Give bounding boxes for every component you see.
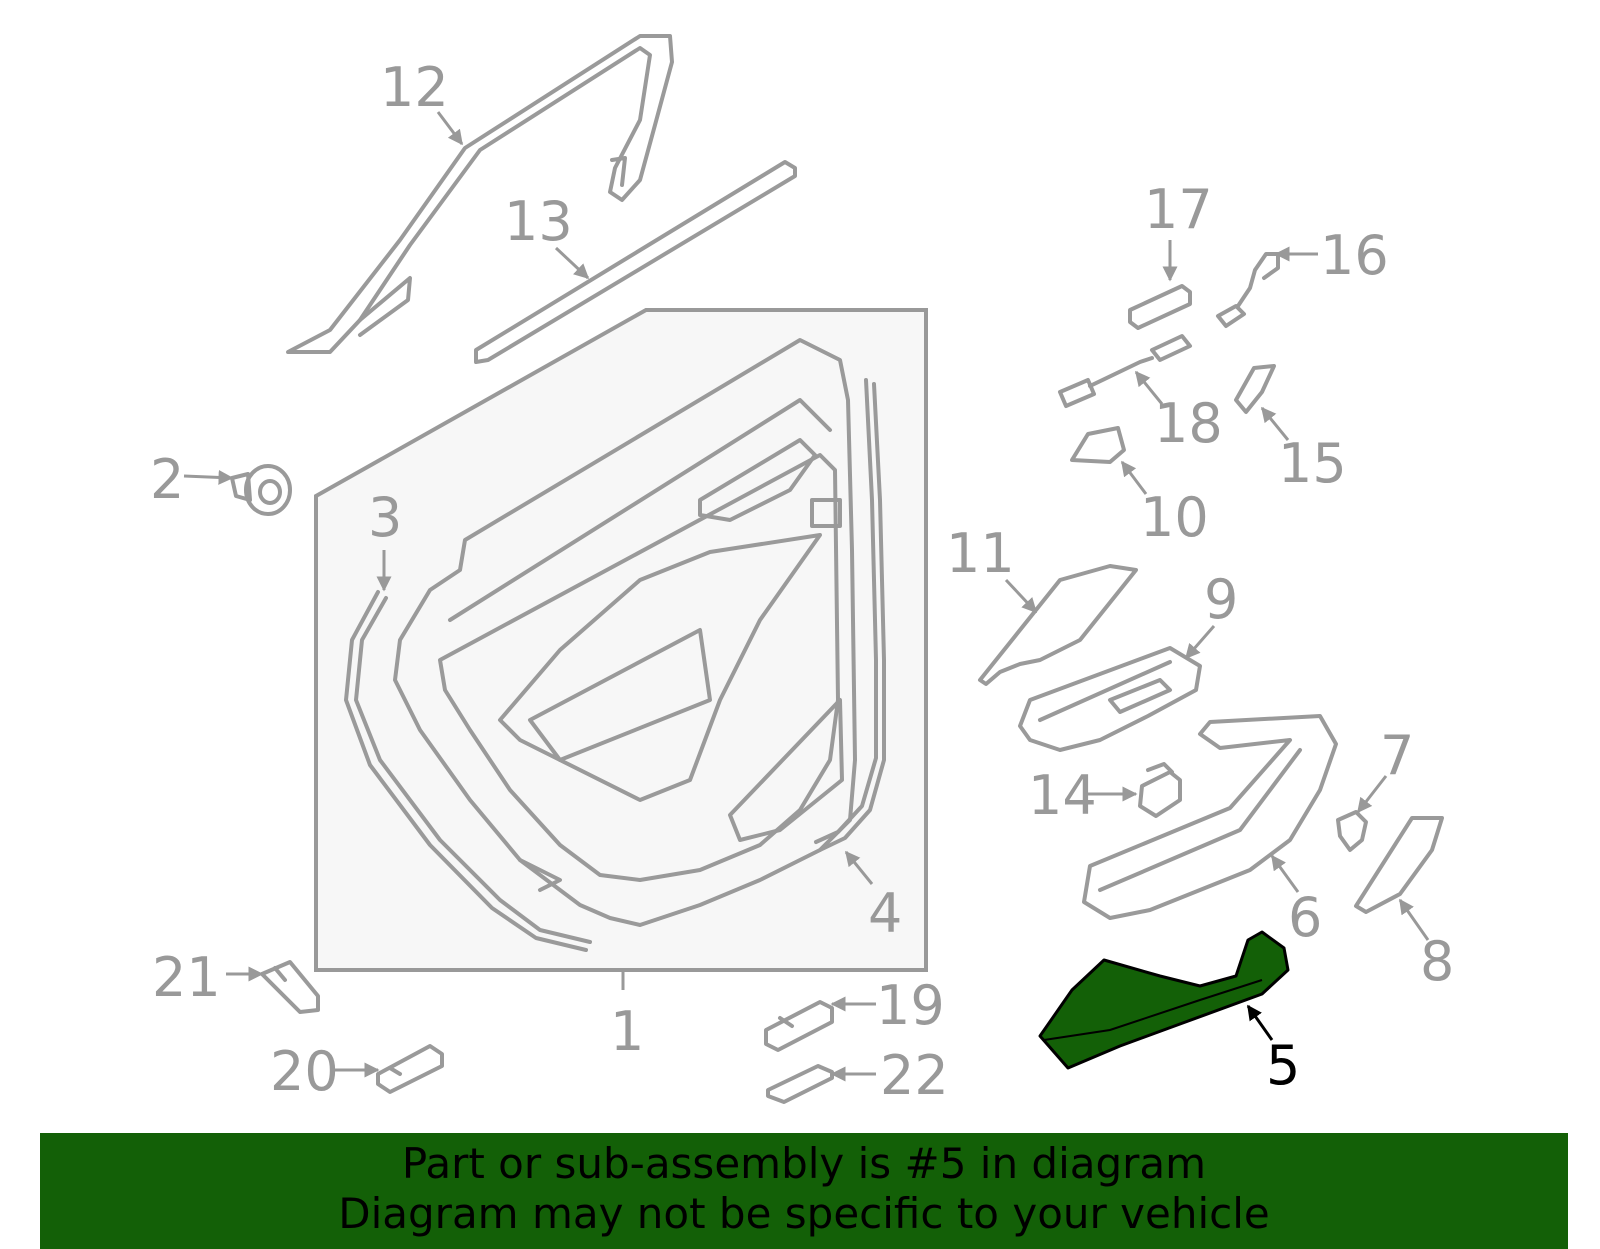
- callout-22: 22: [880, 1044, 949, 1107]
- part-5-armrest-highlighted: [1038, 930, 1290, 1070]
- part-16-wire-harness: [1216, 252, 1280, 328]
- callout-labels: 1 2 3 4 5 6 7 8 9 10 11 12 13 14 15 16 1…: [150, 56, 1454, 1107]
- part-3-seal-strip: [344, 590, 592, 952]
- banner-line-disclaimer: Diagram may not be specific to your vehi…: [338, 1189, 1270, 1238]
- part-1-door-panel-box: [314, 308, 928, 990]
- callout-17: 17: [1144, 178, 1213, 241]
- callout-5: 5: [1266, 1034, 1300, 1097]
- callout-11: 11: [946, 522, 1015, 585]
- part-22-lens: [766, 1064, 834, 1104]
- info-banner: Part or sub-assembly is #5 in diagram Di…: [40, 1133, 1568, 1249]
- part-11-trim-insert: [978, 564, 1138, 686]
- part-18-wire-harness: [1058, 334, 1192, 408]
- callout-19: 19: [876, 974, 945, 1037]
- part-14-switch: [1138, 762, 1182, 818]
- callout-14: 14: [1028, 764, 1097, 827]
- callout-16: 16: [1320, 224, 1389, 287]
- callout-arrows: [183, 111, 1430, 1082]
- callout-20: 20: [270, 1040, 339, 1103]
- door-trim-panel: [393, 338, 857, 927]
- callout-9: 9: [1204, 568, 1238, 631]
- part-6-armrest-frame: [1082, 714, 1338, 920]
- callout-10: 10: [1140, 486, 1209, 549]
- part-20-bulb-housing: [376, 1044, 444, 1094]
- callout-1: 1: [610, 1000, 644, 1063]
- callout-7: 7: [1380, 724, 1414, 787]
- part-13-belt-molding: [474, 160, 797, 364]
- part-9-switch-bezel: [1018, 646, 1202, 752]
- part-8-trim-strip: [1354, 816, 1444, 914]
- part-15-cover: [1234, 364, 1276, 414]
- part-10-cover: [1070, 426, 1126, 464]
- part-21-clip: [260, 960, 320, 1014]
- part-19-lamp: [764, 1000, 834, 1052]
- callout-15: 15: [1278, 432, 1347, 495]
- part-17-lamp: [1128, 284, 1192, 330]
- callout-8: 8: [1420, 930, 1454, 993]
- callout-18: 18: [1154, 392, 1223, 455]
- banner-line-part: Part or sub-assembly is #5 in diagram: [401, 1139, 1207, 1188]
- callout-13: 13: [504, 190, 573, 253]
- callout-6: 6: [1288, 886, 1322, 949]
- part-12-window-frame-trim: [286, 34, 674, 354]
- callout-3: 3: [368, 486, 402, 549]
- part-2-clip: [230, 464, 292, 516]
- part-7-clip: [1336, 810, 1368, 852]
- callout-2: 2: [150, 448, 184, 511]
- callout-4: 4: [868, 882, 902, 945]
- part-4-seal-strip: [814, 378, 886, 852]
- callout-12: 12: [380, 56, 449, 119]
- callout-21: 21: [152, 946, 221, 1009]
